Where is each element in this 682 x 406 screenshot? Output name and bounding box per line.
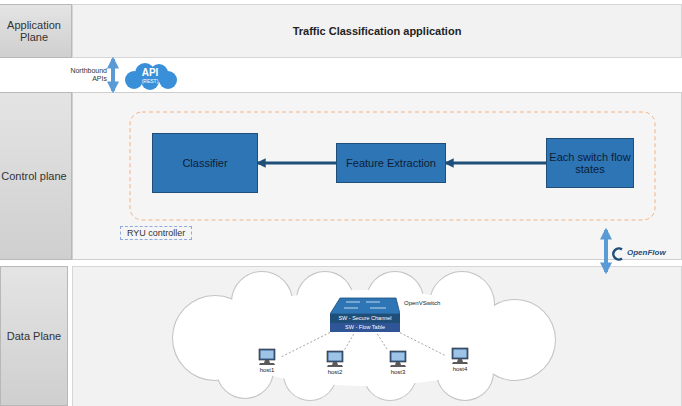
box-label: Classifier <box>182 157 227 169</box>
computer-icon <box>325 350 345 368</box>
host-label: host2 <box>328 369 343 375</box>
application-panel <box>73 5 682 58</box>
link-line <box>377 334 387 350</box>
host-computer: host2 <box>321 350 349 382</box>
box-label: Each switch flow states <box>549 151 631 175</box>
flow-arrow <box>111 59 115 91</box>
host-label: host3 <box>391 369 406 375</box>
plane-label: Application Plane <box>0 4 72 58</box>
switch-band: SW - Flow Table <box>330 323 400 332</box>
plane-title: Application Plane <box>0 19 71 43</box>
stand <box>390 362 406 367</box>
plane-label: Control plane <box>0 92 72 260</box>
link-line <box>400 333 446 356</box>
controller-group <box>130 112 655 220</box>
controller-name-box: RYU controller <box>120 226 192 240</box>
host-label: host1 <box>260 367 275 373</box>
openflow-logo <box>613 248 622 259</box>
flow-arrow <box>446 162 546 165</box>
screen <box>261 351 274 359</box>
monitor <box>452 348 468 359</box>
controller-panel: RYU controller Classifier Feature Extracti… <box>72 92 682 260</box>
process-box: Classifier <box>152 133 258 193</box>
network-cloud <box>173 272 555 400</box>
computer-icon <box>257 348 277 366</box>
computer-icon <box>388 350 408 368</box>
application-panel: Traffic Classification application <box>72 4 682 58</box>
switch-name: OpenVSwitch <box>404 300 440 306</box>
switch-band: SW - Secure Channel <box>330 314 400 323</box>
stand <box>452 359 468 364</box>
switch-ports <box>344 302 386 308</box>
process-box: Each switch flow states <box>546 138 634 188</box>
control-panel <box>73 93 682 260</box>
data-panel <box>73 267 682 406</box>
switch-top <box>330 298 400 314</box>
screen <box>454 350 467 358</box>
computer-icon <box>450 347 470 365</box>
link-line <box>344 334 353 350</box>
host-label: host4 <box>453 366 468 372</box>
host-computer: host4 <box>446 347 474 379</box>
host-computer: host1 <box>253 348 281 380</box>
edge-label: Northbound APIs <box>63 67 107 83</box>
controller-name: RYU controller <box>127 228 185 238</box>
protocol-label: OpenFlow <box>627 248 666 257</box>
stand <box>259 360 275 365</box>
switch-channel: SW - Secure Channel <box>338 315 391 321</box>
cloud-lobe <box>159 71 177 89</box>
switch-body <box>330 296 400 316</box>
monitor <box>390 351 406 362</box>
screen <box>329 353 342 361</box>
monitor <box>259 349 275 360</box>
plane-title: Data Plane <box>7 330 61 342</box>
api-cloud: API(REST) <box>120 62 180 90</box>
openflow-arrow <box>604 230 608 272</box>
api-text: API <box>142 68 159 78</box>
process-box: Feature Extraction <box>336 143 446 183</box>
api-subtext: (REST) <box>142 79 159 84</box>
plane-title: Traffic Classification application <box>293 25 462 37</box>
host-computer: host3 <box>384 350 412 382</box>
box-label: Feature Extraction <box>346 157 436 169</box>
flow-arrow <box>258 162 336 165</box>
screen <box>392 353 405 361</box>
stand <box>327 362 343 367</box>
link-line <box>281 333 330 358</box>
switch-table: SW - Flow Table <box>345 324 385 330</box>
monitor <box>327 351 343 362</box>
plane-label: Data Plane <box>0 266 68 406</box>
switch-icon: SW - Secure ChannelSW - Flow TableOpenVS… <box>330 296 400 334</box>
plane-title: Control plane <box>1 170 66 182</box>
